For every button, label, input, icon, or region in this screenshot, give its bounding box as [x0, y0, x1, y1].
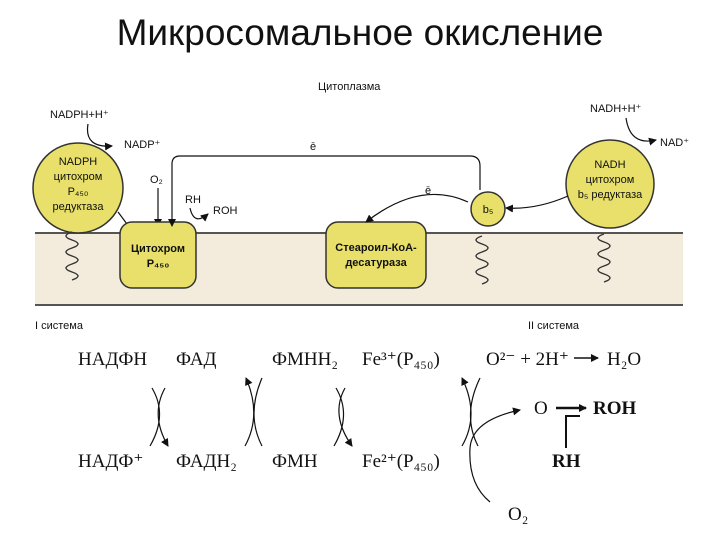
reductase-line4: редуктаза	[53, 201, 105, 213]
electron-label-b5: ē	[425, 185, 431, 197]
nadph-reductase-circle	[32, 142, 124, 234]
left-anchor-helix	[65, 231, 79, 281]
cytochrome-b5-circle	[470, 191, 506, 227]
scheme-o2-minus: O²⁻ + 2H⁺	[486, 349, 569, 370]
nadh-reductase-line1: NADH	[594, 159, 625, 171]
p450-line2: P₄₅₀	[147, 258, 170, 270]
o2-to-o-arrow	[469, 407, 521, 503]
b5-label: b₅	[483, 204, 494, 216]
cross-arrow-2b	[253, 377, 263, 447]
scheme-rh: RH	[552, 451, 581, 472]
desaturase-line1: Стеароил-КоА-	[335, 242, 417, 254]
electron-path-b5	[365, 193, 469, 223]
substrate-label: RH	[185, 194, 201, 206]
scheme-fmnh2: ФМНН₂	[272, 349, 338, 370]
nadh-reductase-circle	[565, 139, 655, 229]
cross-arrow-2a	[244, 377, 255, 447]
cross-arrow-3a	[338, 387, 353, 447]
page-title: Микросомальное окисление	[116, 12, 604, 53]
nadph-label: NADPH+H⁺	[50, 109, 109, 121]
electron-label-top: ē	[310, 141, 316, 153]
cytochrome-p450-box	[119, 221, 197, 289]
nadh-label: NADH+H⁺	[590, 103, 642, 115]
rh-to-roh-connector	[565, 415, 580, 448]
nadph-arrow	[86, 123, 113, 151]
scheme-nadp: НАДФ⁺	[78, 451, 143, 472]
cross-arrow-1a	[157, 387, 169, 447]
rh-roh-arrow	[189, 207, 209, 222]
system-1-label: I система	[35, 320, 84, 332]
scheme-oxygen-atom: O	[534, 398, 548, 419]
cross-arrow-1b	[149, 387, 161, 447]
nadp-label: NADP⁺	[124, 139, 161, 151]
electron-path-top	[168, 155, 481, 227]
scheme-o2: O₂	[508, 504, 528, 525]
right-anchor-helix	[597, 233, 611, 283]
system-2-label: II система	[528, 320, 580, 332]
p450-line1: Цитохром	[131, 243, 185, 255]
reductase-line3: P₄₅₀	[68, 186, 89, 198]
nadh-reductase-line2: цитохром	[586, 174, 635, 186]
nadh-arrow	[625, 117, 657, 146]
nad-label: NAD⁺	[660, 137, 689, 149]
desaturase-line2: десатураза	[345, 257, 407, 269]
scheme-fmn: ФМН	[272, 451, 318, 472]
scheme-fe3: Fe³⁺(P₄₅₀)	[362, 349, 440, 370]
scheme-fad: ФАД	[176, 349, 217, 370]
scheme-fe2: Fe²⁺(P₄₅₀)	[362, 451, 440, 472]
middle-system: Стеароил-КоА- десатураза ē b₅	[325, 185, 506, 289]
scheme-water: H₂O	[607, 349, 641, 370]
scheme-roh: ROH	[593, 398, 637, 419]
cross-arrow-4a	[461, 377, 472, 447]
cross-arrow-3b	[333, 387, 345, 447]
right-system: NADH+H⁺ NAD⁺ NADH цитохром b₅ редуктаза …	[505, 103, 689, 332]
oxygen-label: O₂	[150, 174, 163, 186]
desaturase-box	[325, 221, 427, 289]
reductase-to-b5-arrow	[505, 195, 569, 213]
scheme-fadh2: ФАДН₂	[176, 451, 237, 472]
reductase-line1: NADPH	[59, 156, 98, 168]
cytoplasm-label: Цитоплазма	[318, 81, 381, 93]
left-system: NADPH+H⁺ NADP⁺ NADPH цитохром P₄₅₀ редук…	[32, 109, 238, 332]
cross-arrow-4b	[469, 377, 481, 447]
reductase-line2: цитохром	[54, 171, 103, 183]
middle-anchor-helix	[475, 235, 489, 285]
reaction-scheme: НАДФН ФАД ФМНН₂ Fe³⁺(P₄₅₀) O²⁻ + 2H⁺ H₂O…	[78, 349, 641, 525]
product-label: ROH	[213, 205, 238, 217]
scheme-nadph: НАДФН	[78, 349, 147, 370]
nadh-reductase-line3: b₅ редуктаза	[578, 189, 643, 201]
